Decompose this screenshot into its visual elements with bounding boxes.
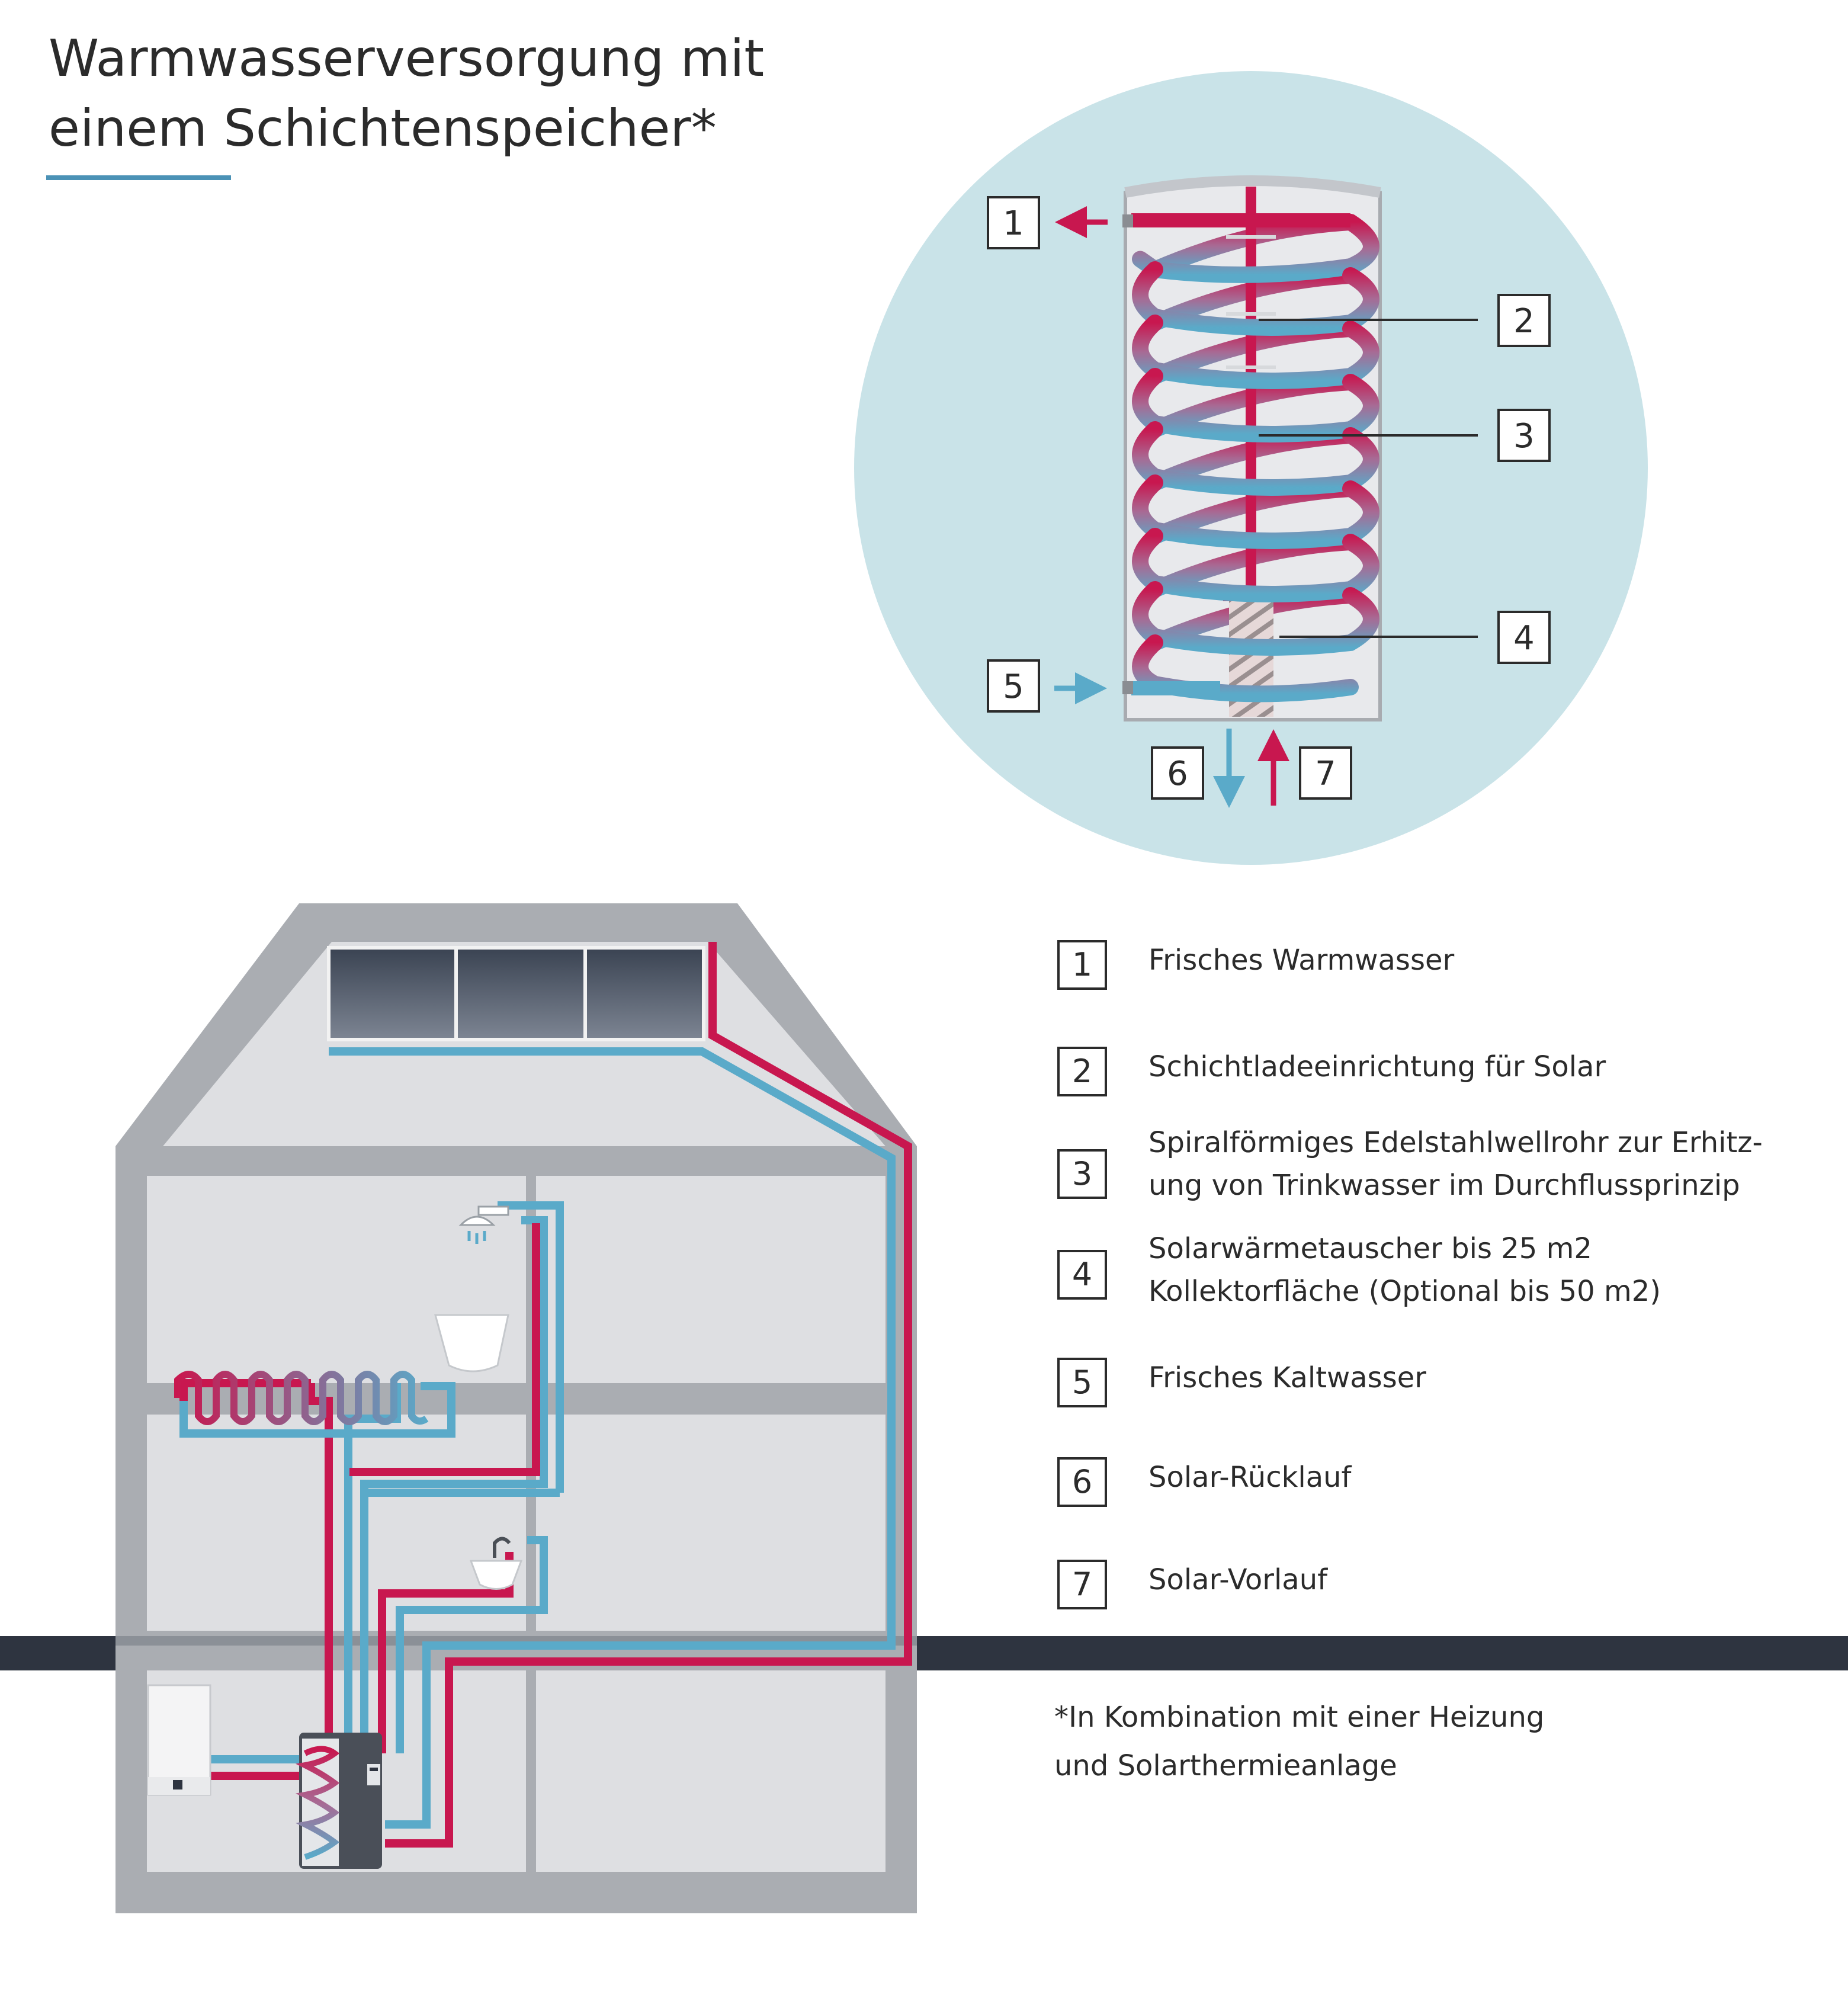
legend-number: 6 (1057, 1457, 1107, 1507)
solar-return-pipe (329, 1047, 896, 1829)
callout-2: 2 (1497, 294, 1551, 347)
boiler-icon (147, 1684, 211, 1796)
legend-number: 4 (1057, 1250, 1107, 1300)
legend-item-7: 7 Solar-Vorlauf (1057, 1560, 1827, 1637)
legend-text: Frisches Warmwasser (1148, 944, 1455, 977)
callout-7: 7 (1299, 746, 1352, 800)
callout-4: 4 (1497, 611, 1551, 664)
legend-number: 2 (1057, 1047, 1107, 1096)
svg-text:1: 1 (1003, 204, 1024, 243)
svg-text:5: 5 (1003, 668, 1024, 706)
ground-line-right (917, 1636, 1848, 1670)
legend-item-3: 3 Spiralförmiges Edelstahlwellrohr zur E… (1057, 1126, 1827, 1217)
title-line-1: Warmwasserversorgung mit (49, 29, 765, 88)
callout-3: 3 (1497, 409, 1551, 462)
ground-line-left (0, 1636, 116, 1670)
legend-number: 1 (1057, 940, 1107, 990)
legend-text: Solar-Rücklauf (1148, 1461, 1352, 1494)
solar-collector-icon (327, 946, 705, 1041)
house-section (0, 903, 1848, 1913)
page-title: Warmwasserversorgung mit einem Schichtens… (49, 24, 764, 163)
legend-text: Solar-Vorlauf (1148, 1563, 1328, 1596)
svg-text:6: 6 (1167, 755, 1188, 793)
boiler-storage-tank-icon (296, 1733, 382, 1869)
legend-item-5: 5 Frisches Kaltwasser (1057, 1358, 1827, 1435)
solar-flow-pipe (385, 942, 912, 1848)
washbasin-icon (434, 1314, 509, 1372)
title-underline (46, 175, 231, 180)
legend-text: Frisches Kaltwasser (1148, 1361, 1426, 1394)
legend-item-2: 2 Schichtladeeinrichtung für Solar (1057, 1047, 1827, 1124)
legend-text: Spiralförmiges Edelstahlwellrohr zur Erh… (1148, 1126, 1763, 1202)
tank-detail: 1 2 3 4 5 6 7 (854, 71, 1648, 865)
title-line-2: einem Schichtenspeicher* (49, 99, 717, 158)
svg-text:2: 2 (1513, 302, 1535, 341)
legend-number: 5 (1057, 1358, 1107, 1407)
legend-item-1: 1 Frisches Warmwasser (1057, 940, 1827, 1017)
sink-icon (469, 1537, 523, 1590)
callout-6: 6 (1151, 746, 1204, 800)
legend-number: 3 (1057, 1149, 1107, 1199)
legend-item-6: 6 Solar-Rücklauf (1057, 1457, 1827, 1534)
callout-5: 5 (987, 659, 1040, 713)
legend-text: Schichtladeeinrichtung für Solar (1148, 1050, 1606, 1083)
radiator-icon (174, 1371, 429, 1425)
legend-number: 7 (1057, 1560, 1107, 1609)
svg-text:4: 4 (1513, 619, 1535, 658)
callout-1: 1 (987, 196, 1040, 249)
shower-icon (458, 1205, 509, 1244)
svg-text:7: 7 (1315, 755, 1336, 793)
svg-text:3: 3 (1513, 417, 1535, 456)
